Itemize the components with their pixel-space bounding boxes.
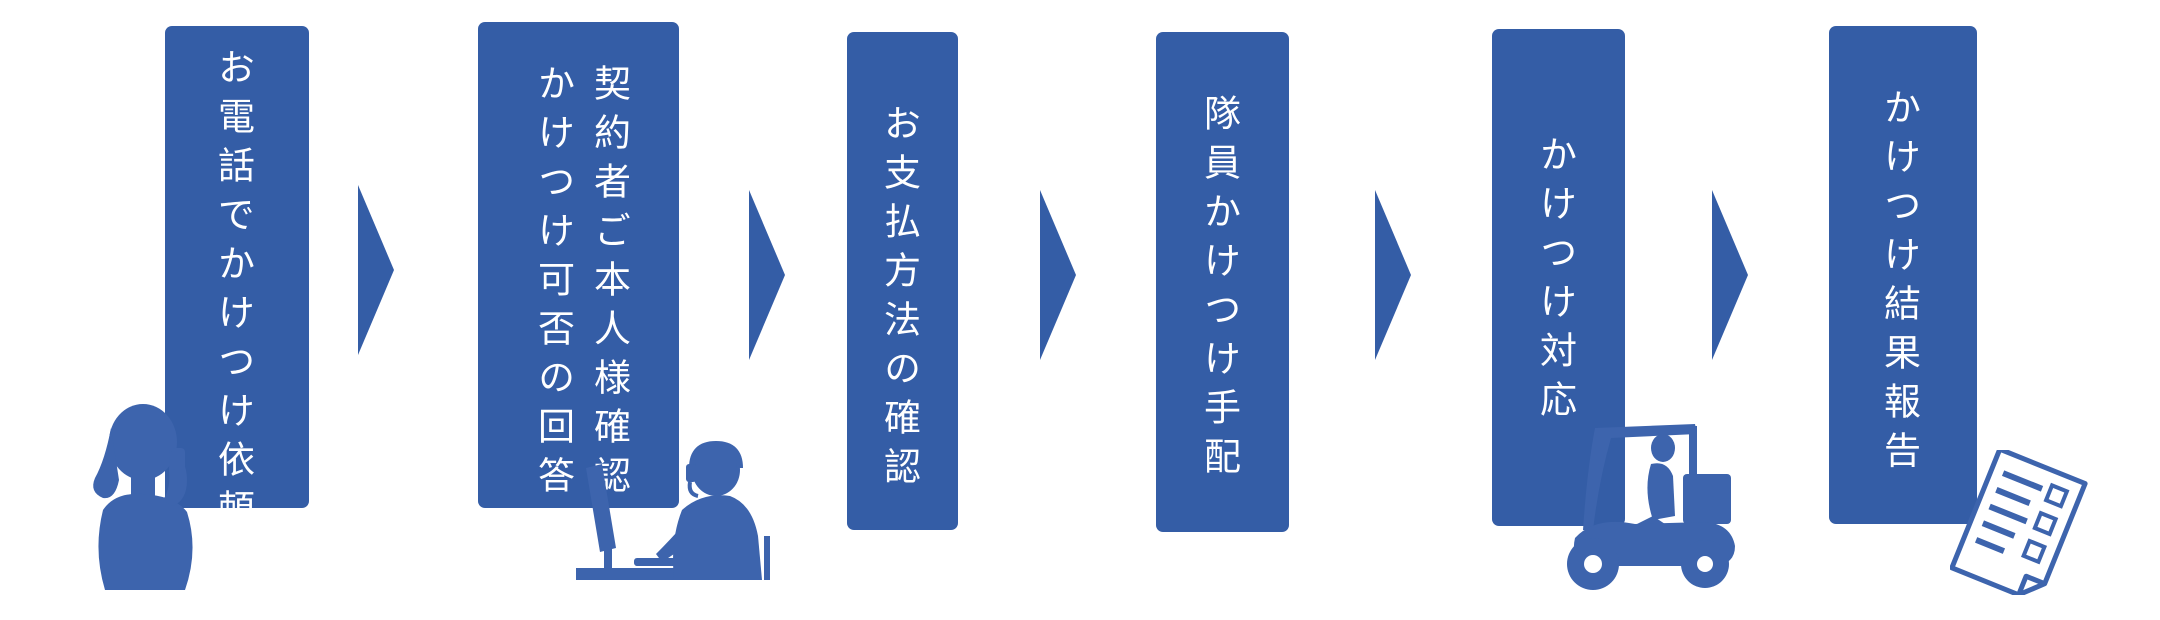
step-3-box: お支払方法の確認 [847, 32, 958, 530]
report-document-icon [1950, 450, 2088, 595]
step-2-line2: かけつけ可否の回答 [531, 64, 575, 505]
arrow-4-icon [1375, 190, 1411, 360]
step-2-line1: 契約者ご本人様確認 [587, 64, 631, 505]
arrow-3-icon [1040, 190, 1076, 360]
woman-phone-icon [93, 404, 193, 590]
arrow-1-icon [358, 185, 394, 355]
step-4-box: 隊員かけつけ手配 [1156, 32, 1289, 532]
step-1-label: お電話でかけつけ依頼 [211, 48, 255, 538]
step-5-label: かけつけ対応 [1533, 135, 1577, 429]
arrow-5-icon [1712, 190, 1748, 360]
step-1-box: お電話でかけつけ依頼 [165, 26, 309, 538]
motorcycle-rider-icon [1567, 424, 1735, 590]
arrow-2-icon [749, 190, 785, 360]
step-6-label: かけつけ結果報告 [1877, 88, 1921, 480]
step-4-label: 隊員かけつけ手配 [1197, 94, 1241, 486]
step-2-box: 契約者ご本人様確認 かけつけ可否の回答 [478, 22, 679, 508]
operator-computer-icon [576, 440, 770, 580]
step-6-box: かけつけ結果報告 [1829, 26, 1977, 524]
step-3-label: お支払方法の確認 [877, 104, 921, 496]
